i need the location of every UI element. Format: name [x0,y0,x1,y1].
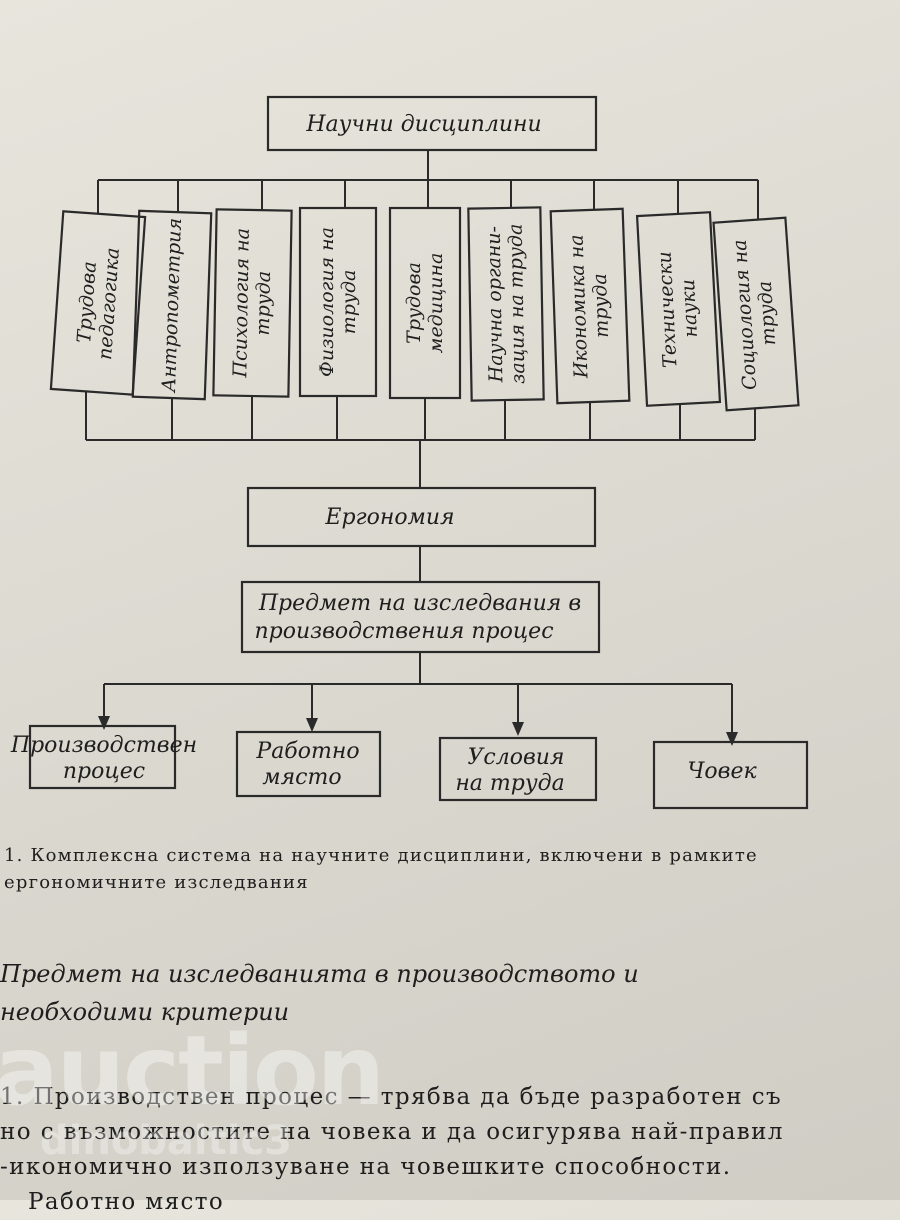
discipline-label: Икономика на [566,234,593,380]
discipline-label: науки [677,279,702,339]
top-connector [97,150,759,220]
subject-line-2: производствения процес [254,619,553,644]
discipline-label: зация на труда [505,223,530,384]
body-line-2: но с възможностите на човека и да осигур… [0,1119,784,1145]
output-box-human [652,740,809,810]
output-box-process [28,724,177,790]
discipline-label: Технически [653,251,681,369]
section-heading: Предмет на изследванията в производствот… [0,955,900,1031]
discipline-label: Физиология на [316,227,338,377]
output-conditions-line-2: на труда [455,771,564,796]
output-workplace-line-2: място [262,765,341,790]
discipline-label: Трудова [403,262,425,344]
output-connector [103,652,733,740]
bottom-connector [85,392,756,488]
discipline-frame [212,208,293,398]
auction-watermark: auction [0,1015,385,1127]
caption-line-1: 1. Комплексна система на научните дисцип… [4,845,758,866]
discipline-frame [49,210,147,396]
body-line-1: 1. Производствен процес — трябва да бъде… [0,1084,783,1110]
discipline-label: труда [589,273,613,338]
ergonomics-box [246,486,597,548]
discipline-frame [131,209,213,401]
discipline-label: Антропометрия [158,218,186,395]
top-box-label: Научни дисциплини [305,112,541,137]
output-process-line-1: Производствен [10,733,197,758]
discipline-frame [549,207,631,405]
discipline-label: медицина [425,253,447,354]
ergonomics-label: Ергономия [324,505,454,530]
output-box-conditions [438,736,598,802]
output-box-workplace [235,730,382,798]
figure-caption: 1. Комплексна система на научните дисцип… [4,842,900,896]
discipline-label: Научна органи- [483,226,508,384]
discipline-label: Психология на [229,228,254,379]
output-conditions-line-1: Условия [467,745,564,770]
discipline-frame [635,211,722,407]
discipline-label: труда [754,280,780,346]
discipline-frame [712,216,800,412]
top-box [266,95,598,152]
discipline-label: труда [252,271,275,336]
discipline-box-6: Научна органи-зация на труда [467,206,545,402]
heading-line-1: Предмет на изследванията в производствот… [0,960,639,988]
caption-line-2: ергономичните изследвания [4,872,309,893]
output-process-line-2: процес [63,759,145,784]
discipline-label: труда [338,270,360,335]
discipline-frame [467,206,545,402]
body-line-4: Работно място [28,1189,225,1215]
body-text: 1. Производствен процес — трябва да бъде… [0,1080,900,1220]
seller-watermark: dinobaltic3 [40,1118,293,1164]
subject-line-1: Предмет на изследвания в [258,591,581,616]
output-workplace-line-1: Работно [255,739,359,764]
output-human-label: Човек [687,759,757,784]
body-line-3: -икономично използуване на човешките спо… [0,1154,732,1180]
heading-line-2: необходими критерии [0,998,290,1026]
